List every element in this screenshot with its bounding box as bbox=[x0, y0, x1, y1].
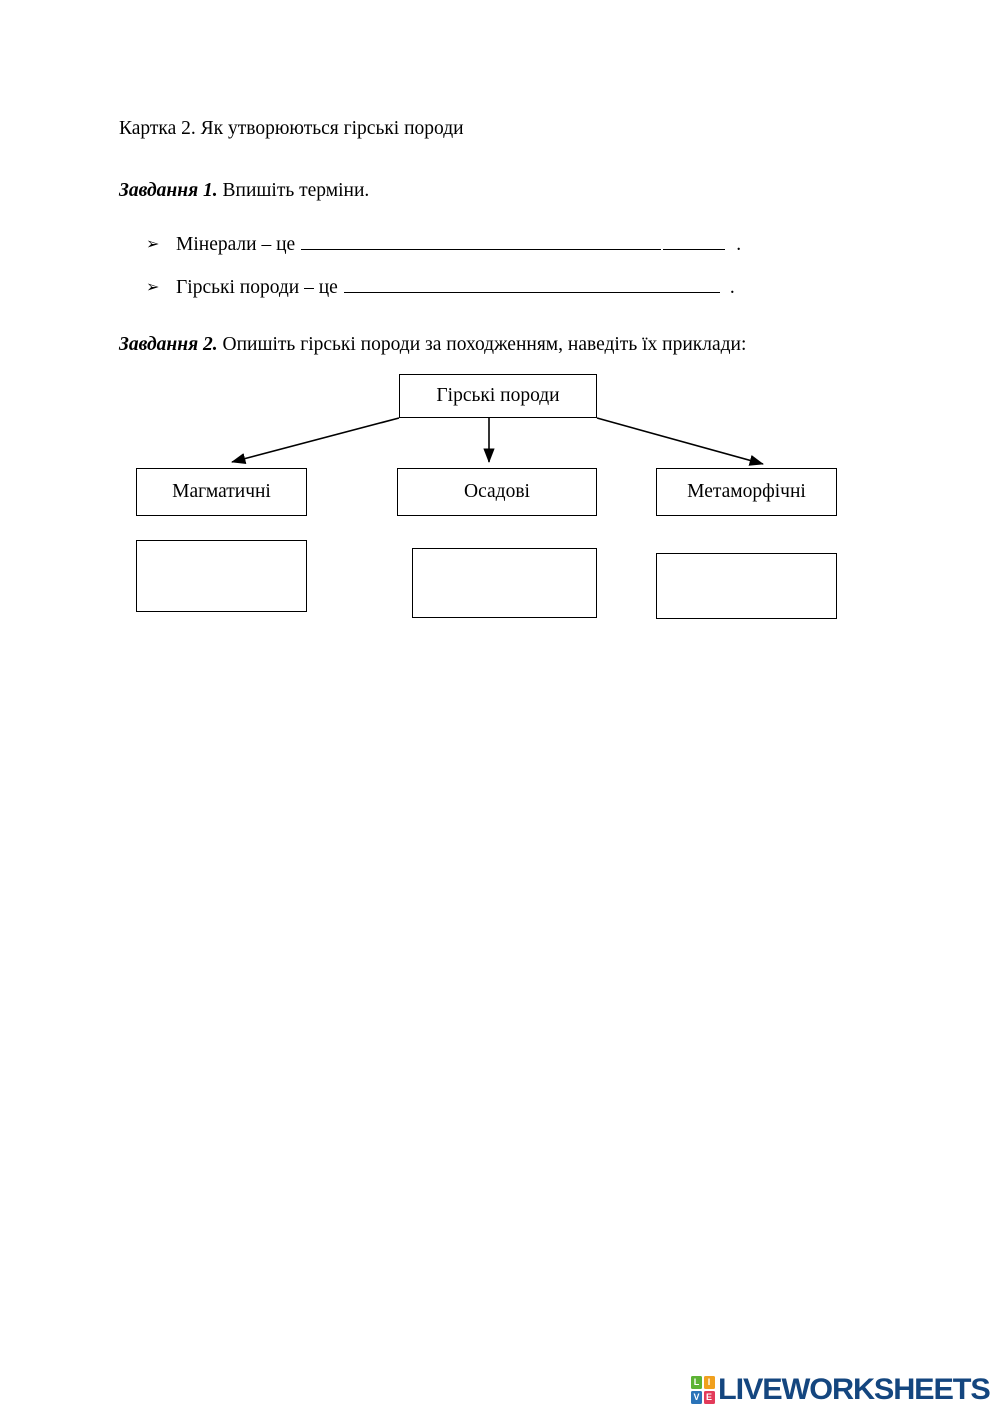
list-item-terminator: . bbox=[736, 234, 742, 255]
task-1-instruction: Впишіть терміни. bbox=[217, 180, 370, 201]
connector-arrow-right bbox=[596, 417, 764, 466]
arrow-bullet-icon: ➢ bbox=[146, 236, 160, 253]
task-1-label: Завдання 1. bbox=[119, 180, 218, 201]
diagram-node-igneous-label: Магматичні bbox=[172, 481, 271, 502]
logo-tiles: L I V E bbox=[691, 1376, 715, 1404]
logo-wordmark: LIVEWORKSHEETS bbox=[717, 1373, 991, 1406]
answer-box-metamorphic[interactable] bbox=[656, 553, 837, 619]
list-item-terminator: . bbox=[729, 277, 735, 298]
logo-tile-i-icon: I bbox=[703, 1376, 715, 1390]
list-item: ➢ Мінерали – це . bbox=[146, 232, 741, 259]
connector-arrow-left bbox=[231, 417, 400, 464]
arrow-bullet-icon: ➢ bbox=[146, 279, 160, 296]
answer-box-sedimentary[interactable] bbox=[412, 548, 597, 618]
diagram-node-metamorphic-label: Метаморфічні bbox=[687, 481, 806, 502]
liveworksheets-logo: L I V E LIVEWORKSHEETS bbox=[691, 1373, 990, 1407]
answer-box-igneous[interactable] bbox=[136, 540, 307, 612]
list-item: ➢ Гірські породи – це . bbox=[146, 275, 735, 302]
logo-tile-l-icon: L bbox=[691, 1376, 702, 1390]
diagram-node-root: Гірські породи bbox=[399, 374, 597, 418]
page-title: Картка 2. Як утворюються гірські породи bbox=[119, 118, 464, 139]
diagram-node-igneous: Магматичні bbox=[136, 468, 307, 516]
diagram-node-root-label: Гірські породи bbox=[436, 385, 560, 406]
task-1-heading: Завдання 1. Впишіть терміни. bbox=[119, 178, 369, 204]
diagram-node-sedimentary-label: Осадові bbox=[464, 481, 530, 502]
list-item-label: Гірські породи – це bbox=[176, 277, 338, 298]
answer-blank-minerals-tail[interactable] bbox=[663, 232, 726, 250]
answer-blank-rocks[interactable] bbox=[343, 275, 720, 293]
logo-tile-v-icon: V bbox=[691, 1390, 702, 1404]
task-2-instruction: Опишіть гірські породи за походженням, н… bbox=[217, 334, 747, 355]
list-item-label: Мінерали – це bbox=[176, 234, 296, 255]
task-2-heading: Завдання 2. Опишіть гірські породи за по… bbox=[119, 332, 746, 358]
task-2-label: Завдання 2. bbox=[119, 334, 218, 355]
diagram-node-sedimentary: Осадові bbox=[397, 468, 597, 516]
logo-tile-e-icon: E bbox=[703, 1390, 715, 1404]
diagram-node-metamorphic: Метаморфічні bbox=[656, 468, 837, 516]
answer-blank-minerals[interactable] bbox=[301, 232, 662, 250]
